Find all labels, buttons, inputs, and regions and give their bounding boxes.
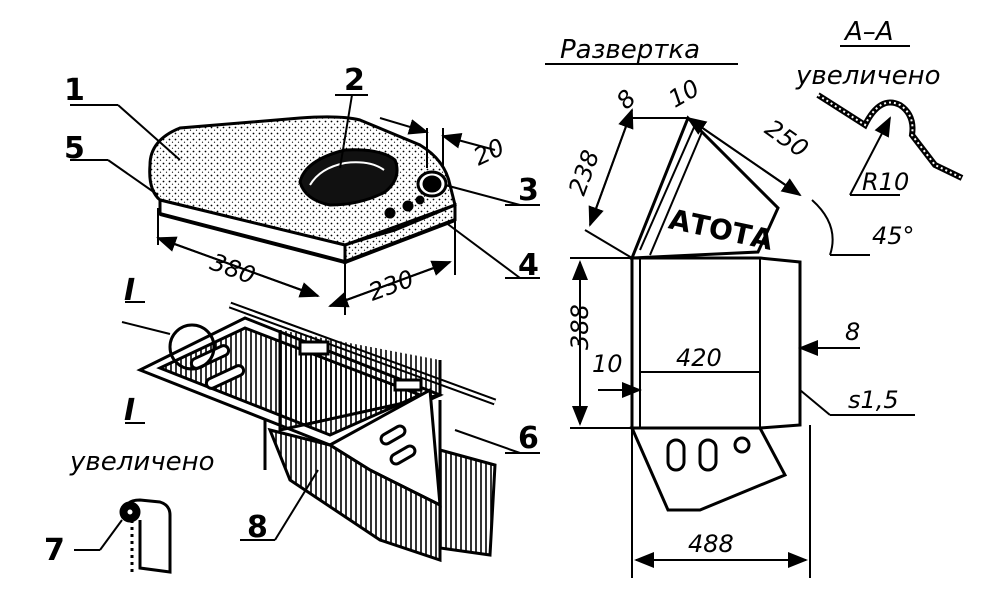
- flat-pattern-dims: [570, 108, 915, 578]
- callout-leaders: [70, 94, 540, 315]
- dim-8-right: 8: [845, 318, 860, 346]
- detail-I-drawing: [119, 498, 172, 574]
- callout-7: 7: [44, 533, 65, 568]
- detail-mark-I-2: I: [124, 393, 135, 428]
- dim-230: 230: [365, 265, 418, 307]
- section-title: A–A: [843, 17, 894, 47]
- callout-2: 2: [344, 63, 365, 98]
- section-aa-profile: [816, 92, 964, 181]
- dim-10-top: 10: [664, 74, 704, 114]
- callout-8: 8: [247, 510, 268, 545]
- callout-4: 4: [518, 248, 539, 283]
- callout-6: 6: [518, 421, 539, 456]
- flat-pattern: [629, 115, 802, 512]
- dim-20: 20: [469, 133, 509, 171]
- dim-45-angle: 45°: [872, 222, 915, 250]
- radius-label: R10: [862, 168, 909, 196]
- callout-3: 3: [518, 173, 539, 208]
- dim-488: 488: [688, 530, 734, 558]
- callout-5: 5: [64, 131, 85, 166]
- dim-380: 380: [206, 248, 259, 290]
- thickness-label: s1,5: [848, 386, 899, 414]
- callout-1: 1: [64, 73, 85, 108]
- seat-cushion: [148, 115, 457, 265]
- seat-frame: [136, 301, 497, 563]
- dim-10-left: 10: [592, 350, 623, 378]
- detail-mark-I: I: [124, 273, 135, 308]
- dim-250: 250: [760, 114, 814, 163]
- detail-enlarged-label: увеличено: [69, 447, 215, 477]
- dim-388: 388: [566, 304, 594, 350]
- section-enlarged-label: увеличено: [795, 61, 941, 91]
- dim-8-top: 8: [611, 84, 642, 115]
- dim-238: 238: [563, 146, 605, 199]
- razvertka-title: Развертка: [560, 35, 700, 65]
- dim-420: 420: [676, 344, 722, 372]
